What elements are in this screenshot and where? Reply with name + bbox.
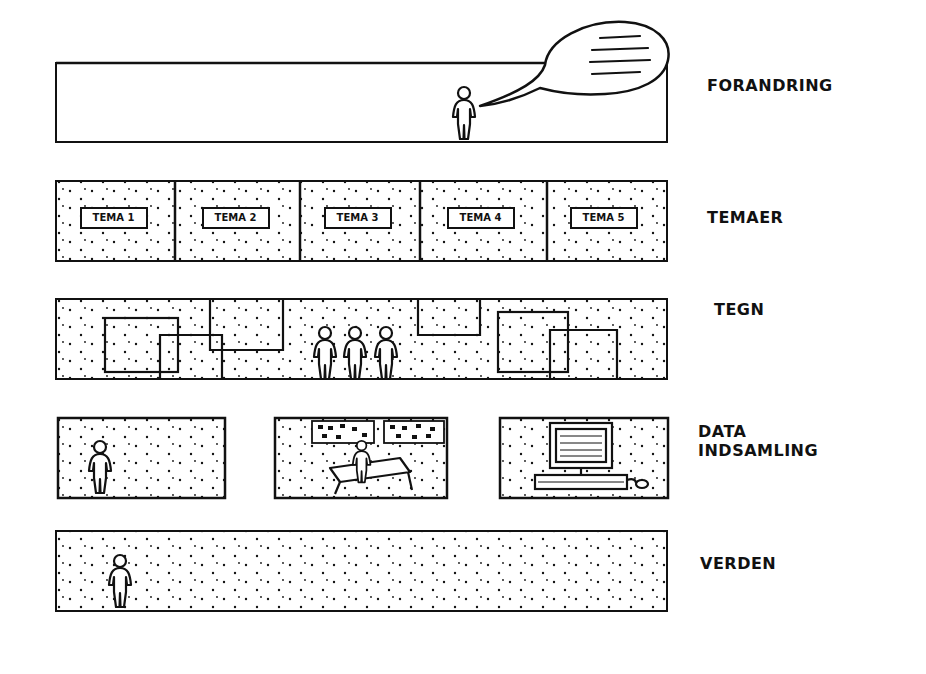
layer-label: TEMAER	[707, 208, 783, 227]
layer-label: DATA INDSAMLING	[698, 422, 818, 460]
theme-label: TEMA 4	[460, 212, 502, 223]
theme-label: TEMA 1	[93, 212, 135, 223]
theme-label: TEMA 2	[215, 212, 257, 223]
layer-band: DATA INDSAMLING	[55, 418, 668, 498]
layer-label: TEGN	[714, 300, 764, 319]
theme-box: TEMA 4	[447, 207, 515, 229]
layer-band: TEGN	[55, 298, 668, 380]
layer-band: VERDEN	[55, 530, 668, 612]
theme-box: TEMA 5	[570, 207, 638, 229]
layer-label: VERDEN	[700, 554, 776, 573]
layer-label: FORANDRING	[707, 76, 833, 95]
theme-box: TEMA 3	[324, 207, 392, 229]
theme-box: TEMA 1	[80, 207, 148, 229]
theme-label: TEMA 3	[337, 212, 379, 223]
layer-band: FORANDRING	[55, 62, 668, 143]
theme-box: TEMA 2	[202, 207, 270, 229]
layer-band: TEMAERTEMA 1TEMA 2TEMA 3TEMA 4TEMA 5	[55, 180, 668, 262]
theme-label: TEMA 5	[583, 212, 625, 223]
